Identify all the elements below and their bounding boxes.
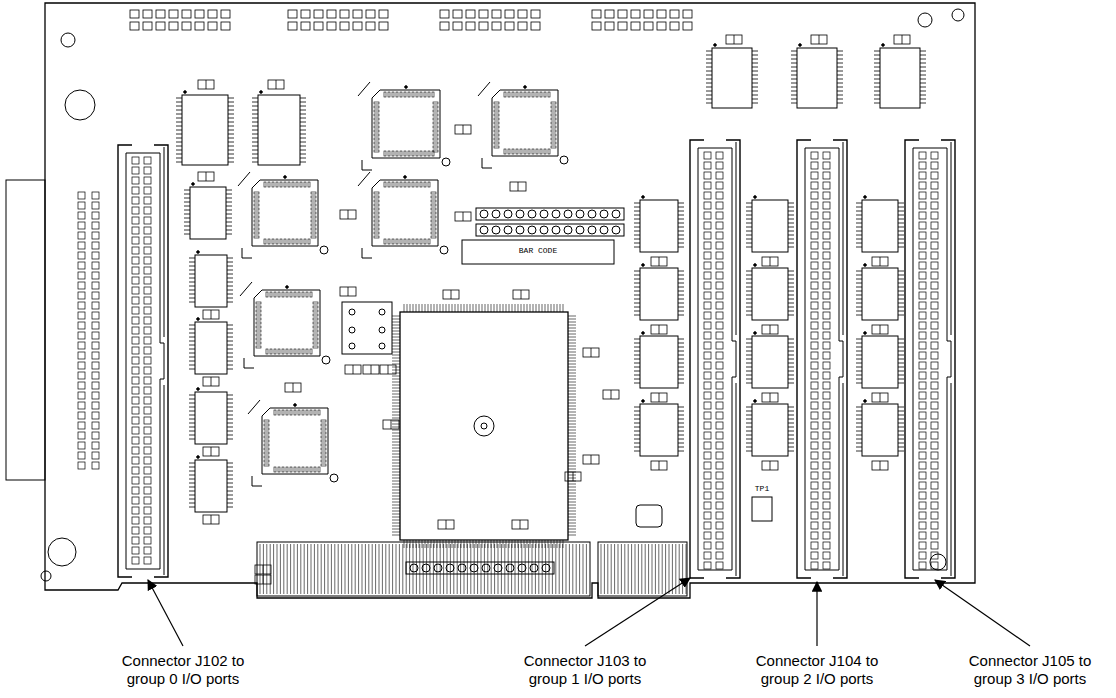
plcc-chip [372,90,440,158]
leader-line [935,580,1030,646]
qfp-processor [400,312,568,540]
plcc-chip [262,408,328,474]
ic-chip [195,460,227,512]
ic-chip [752,404,788,456]
callout-label: Connector J105 to group 3 I/O ports [950,652,1110,688]
ic-chip [862,200,898,252]
leader-line [585,578,690,646]
ic-chip [752,200,788,252]
ic-chip [797,48,837,108]
connector-j102 [118,145,132,577]
ic-chip [195,322,227,374]
mounting-hole [918,13,932,27]
mounting-hole [41,571,51,581]
plcc-chip [252,180,318,246]
ic-chip [862,268,898,320]
barcode-label [462,240,614,264]
ic-chip [640,336,678,388]
ic-chip [862,404,898,456]
leader-line [148,580,183,646]
ic-chip [182,95,228,165]
plcc-chip [372,180,438,246]
bracket-tab [6,180,45,480]
leader-line [816,582,817,646]
ic-chip [640,268,678,320]
ic-chip [880,48,920,108]
connector-j105 [905,140,919,578]
mounting-hole [48,538,76,566]
connector-j104 [797,140,811,578]
plcc-chip [492,90,558,156]
ic-chip [195,255,227,307]
plcc-chip [254,290,320,356]
callout-label: Connector J103 to group 1 I/O ports [505,652,665,688]
ic-chip [195,392,227,444]
callout-label: Connector J102 to group 0 I/O ports [103,652,263,688]
test-point-label: TP1 [755,484,769,494]
mounting-hole [952,9,964,21]
board-outline [45,3,975,598]
ic-chip [190,187,226,239]
callout-label: Connector J104 to group 2 I/O ports [737,652,897,688]
ic-chip [640,200,678,252]
ic-chip [640,404,678,456]
mounting-hole [61,33,75,47]
ic-chip [752,268,788,320]
ic-chip [752,336,788,388]
edge-fingers [257,542,590,596]
ic-chip [862,336,898,388]
barcode-text: BAR CODE [519,246,557,256]
ic-chip [712,48,752,108]
ic-chip [258,95,300,165]
mounting-hole [65,90,95,120]
connector-j103 [690,140,704,578]
